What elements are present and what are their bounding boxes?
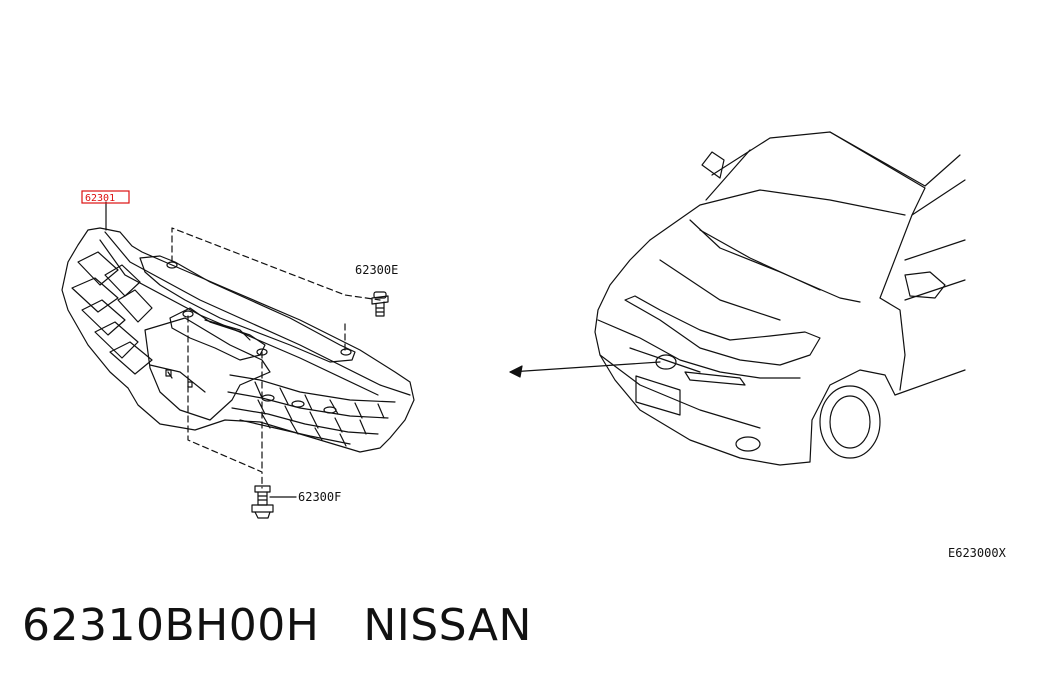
figure-code: E623000X	[948, 546, 1007, 560]
callout-62300f: 62300F	[298, 490, 341, 504]
brand-name: NISSAN	[363, 600, 532, 651]
front-grille-drawing	[61, 227, 415, 453]
callout-62300e: 62300E	[355, 263, 398, 277]
parts-diagram: 62301 62300E 62300F E623000X	[61, 131, 1007, 560]
car-locator-drawing	[594, 131, 966, 466]
callout-62301: 62301	[85, 193, 115, 204]
assembly-guide-lines	[171, 227, 381, 489]
clip-62300e-drawing	[371, 291, 389, 317]
callout-box-62301	[81, 190, 130, 204]
part-number: 62310BH00H	[22, 600, 320, 651]
clip-62300f-drawing	[251, 485, 274, 519]
locator-arrow	[509, 361, 661, 378]
part-caption: 62310BH00H NISSAN	[22, 600, 532, 651]
